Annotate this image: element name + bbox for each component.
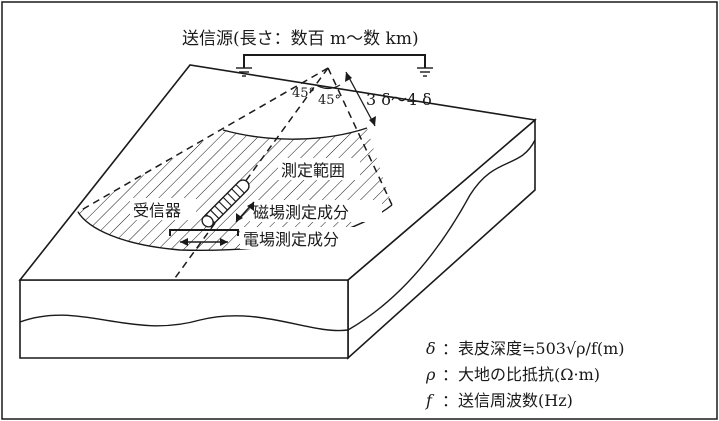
receiver-label: 受信器: [133, 201, 181, 220]
side-layer-boundary: [347, 139, 536, 331]
ray-left-dashed: [77, 67, 329, 213]
magnetic-label-bg: [250, 200, 382, 222]
electric-label-bg: [240, 227, 370, 249]
angle-arc: [315, 84, 341, 90]
magnetic-component-arrow: [235, 201, 255, 223]
legend-symbol-rho: ρ: [425, 365, 436, 384]
legend-text-f: ：送信周波数(Hz): [442, 391, 573, 410]
block-front-face: [19, 279, 349, 359]
angle-right-label: 45°: [318, 93, 341, 108]
angle-left-label: 45°: [292, 86, 315, 101]
electric-component-arrow: [180, 238, 228, 246]
distance-arrow-line: [345, 71, 376, 127]
range-label: 測定範囲: [281, 161, 345, 180]
ray-right-dashed: [327, 67, 393, 206]
front-layer-boundary: [19, 314, 349, 332]
ground-right-icon: [417, 67, 433, 77]
electric-label: 電場測定成分: [243, 230, 339, 249]
legend-text-rho: ：大地の比抵抗(Ω·m): [442, 365, 600, 384]
legend-text-delta: ：表皮深度≒503√ρ/f(m): [442, 339, 625, 358]
source-wire: [243, 54, 426, 68]
distance-label: 3 δ～4 δ: [366, 90, 432, 109]
distance-arrowhead-bottom: [369, 116, 376, 126]
legend: δ ：表皮深度≒503√ρ/f(m) ρ ：大地の比抵抗(Ω·m) f ：送信周…: [425, 339, 625, 410]
receiver-coil-icon: [201, 179, 250, 228]
range-label-bg: [278, 158, 360, 180]
magnetic-label: 磁場測定成分: [253, 203, 349, 222]
legend-symbol-delta: δ: [426, 339, 436, 358]
ray-center-dashed: [174, 67, 329, 279]
receiver-label-bg: [130, 198, 196, 220]
electric-dipole: [169, 229, 239, 236]
ground-left-icon: [236, 67, 252, 77]
legend-symbol-f: f: [425, 391, 435, 410]
source-label: 送信源(長さ：数百 m～数 km): [182, 29, 419, 49]
distance-arrowhead-top: [345, 72, 352, 82]
